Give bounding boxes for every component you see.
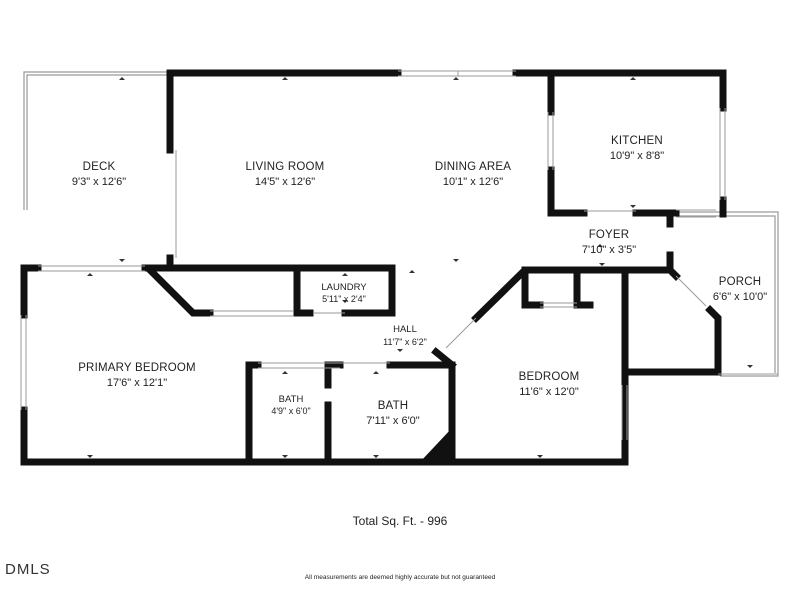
room-label-living-room: LIVING ROOM	[246, 161, 325, 173]
room-primary-bedroom: PRIMARY BEDROOM 17'6" x 12'1"	[78, 362, 196, 389]
room-dims-kitchen: 10'9" x 8'8"	[610, 150, 664, 162]
room-dims-bedroom: 11'6" x 12'0"	[519, 386, 579, 398]
room-bath-small: BATH 4'9" x 6'0"	[271, 394, 310, 416]
total-square-feet: Total Sq. Ft. - 996	[352, 514, 448, 528]
room-bath: BATH 7'11" x 6'0"	[366, 400, 419, 427]
room-dims-deck: 9'3" x 12'6"	[72, 176, 126, 188]
room-dining-area: DINING AREA 10'1" x 12'6"	[435, 161, 511, 188]
room-dims-bath-small: 4'9" x 6'0"	[271, 406, 310, 416]
bath-corner-fill	[420, 428, 452, 462]
dmls-logo: DMLS	[5, 561, 51, 578]
room-deck: DECK 9'3" x 12'6"	[72, 161, 126, 188]
room-dims-dining-area: 10'1" x 12'6"	[443, 176, 503, 188]
room-dims-laundry: 5'11" x 2'4"	[322, 294, 366, 304]
porch-outline	[676, 211, 779, 377]
room-dims-porch: 6'6" x 10'0"	[713, 291, 767, 303]
room-label-porch: PORCH	[719, 276, 762, 288]
room-porch: PORCH 6'6" x 10'0"	[713, 276, 767, 303]
room-living-room: LIVING ROOM 14'5" x 12'6"	[246, 161, 325, 188]
room-dims-foyer: 7'10" x 3'5"	[582, 244, 636, 256]
room-dims-hall: 11'7" x 6'2"	[383, 337, 427, 347]
room-label-deck: DECK	[83, 161, 116, 173]
room-bedroom: BEDROOM 11'6" x 12'0"	[519, 371, 580, 398]
room-laundry: LAUNDRY 5'11" x 2'4"	[321, 282, 367, 304]
room-label-kitchen: KITCHEN	[611, 135, 663, 147]
room-label-bath-small: BATH	[279, 394, 304, 405]
walls	[20, 69, 727, 466]
room-dims-bath: 7'11" x 6'0"	[366, 415, 419, 427]
room-label-dining-area: DINING AREA	[435, 161, 511, 173]
room-hall: HALL 11'7" x 6'2"	[383, 324, 427, 347]
room-label-bedroom: BEDROOM	[519, 371, 580, 383]
deck-outline	[23, 71, 170, 210]
room-label-hall: HALL	[393, 324, 417, 335]
room-dims-living-room: 14'5" x 12'6"	[255, 176, 315, 188]
room-kitchen: KITCHEN 10'9" x 8'8"	[610, 135, 664, 162]
room-label-foyer: FOYER	[589, 229, 630, 241]
room-dims-primary-bedroom: 17'6" x 12'1"	[107, 377, 167, 389]
room-label-bath: BATH	[378, 400, 409, 412]
dimension-ticks	[87, 77, 753, 458]
room-label-primary-bedroom: PRIMARY BEDROOM	[78, 362, 196, 374]
room-label-laundry: LAUNDRY	[321, 282, 367, 293]
thin-lines	[20, 70, 778, 440]
room-foyer: FOYER 7'10" x 3'5"	[582, 229, 636, 256]
measurement-disclaimer: All measurements are deemed highly accur…	[304, 574, 496, 581]
